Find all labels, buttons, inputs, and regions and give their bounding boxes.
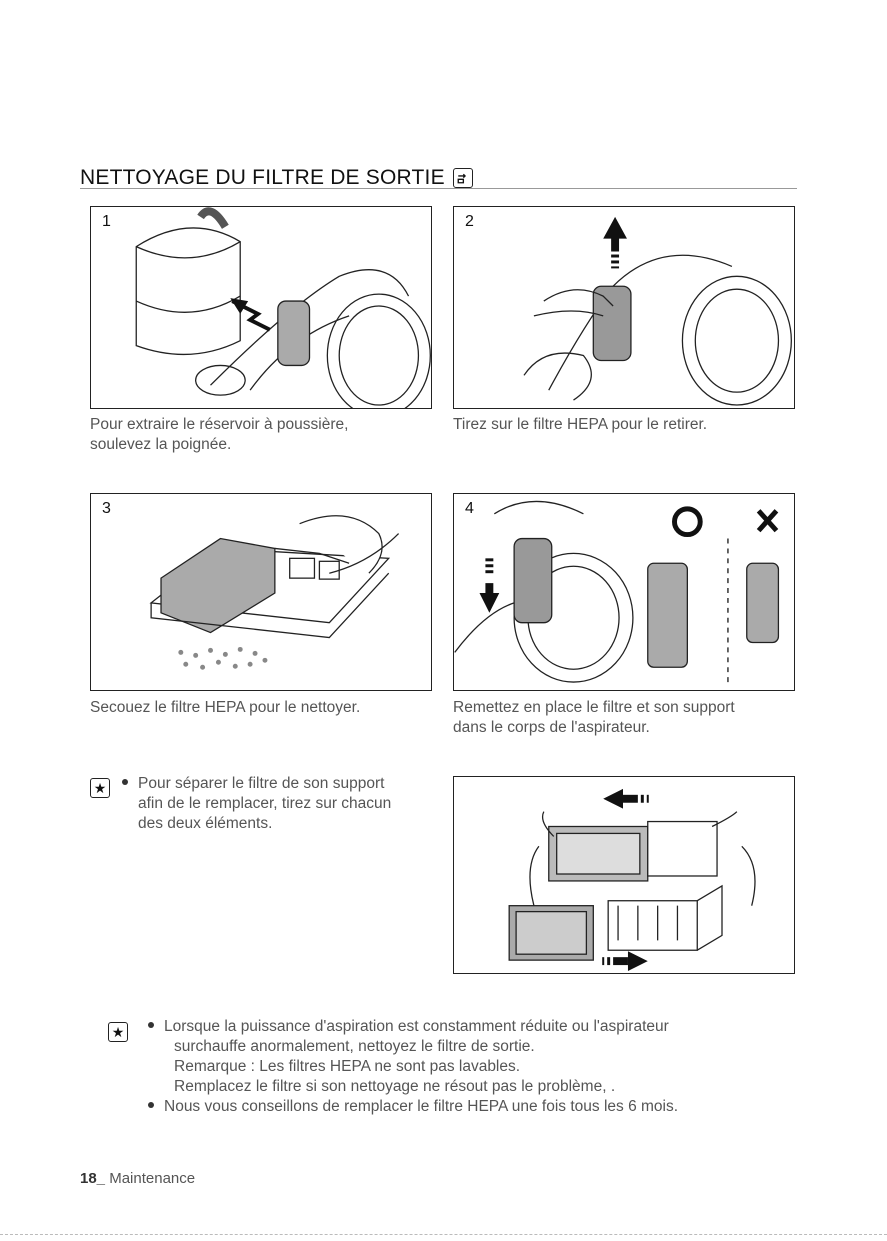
step-1-number: 1 <box>102 213 111 230</box>
title-divider <box>80 188 797 189</box>
note-2-line-4: Remplacez le filtre si son nettoyage ne … <box>174 1078 616 1095</box>
note-2-line-3: Remarque : Les filtres HEPA ne sont pas … <box>174 1058 521 1075</box>
step-1-illustration: 1 <box>90 206 432 409</box>
step-2-number: 2 <box>465 213 474 230</box>
page-title: NETTOYAGE DU FILTRE DE SORTIE <box>80 166 473 190</box>
step-3-number: 3 <box>102 500 111 517</box>
bullet <box>122 778 128 785</box>
section-name: Maintenance <box>109 1170 196 1187</box>
step-4-number: 4 <box>465 500 474 517</box>
step-1-caption: Pour extraire le réservoir à poussière, … <box>90 415 348 455</box>
note-2-line-1: Lorsque la puissance d'aspiration est co… <box>148 1017 678 1037</box>
bottom-dashed-rule <box>0 1234 887 1235</box>
page-number: 18_ <box>80 1170 106 1187</box>
filter-separation-illustration <box>453 776 795 974</box>
step-4-caption: Remettez en place le filtre et son suppo… <box>453 698 735 738</box>
step-3-illustration: 3 <box>90 493 432 691</box>
page-footer: 18_ Maintenance <box>80 1170 195 1187</box>
note-1-line-1: Pour séparer le filtre de son support <box>122 774 391 794</box>
note-1: Pour séparer le filtre de son support af… <box>122 774 391 834</box>
step-2-illustration: 2 <box>453 206 795 409</box>
step-1-caption-line-1: Pour extraire le réservoir à poussière, <box>90 416 349 433</box>
page-title-text: NETTOYAGE DU FILTRE DE SORTIE <box>80 166 445 189</box>
bullet <box>148 1021 154 1028</box>
step-2-caption: Tirez sur le filtre HEPA pour le retirer… <box>453 416 708 433</box>
note-2-line-2: surchauffe anormalement, nettoyez le fil… <box>174 1038 535 1055</box>
bullet <box>148 1101 154 1108</box>
note-2: Lorsque la puissance d'aspiration est co… <box>148 1017 678 1117</box>
step-3-caption: Secouez le filtre HEPA pour le nettoyer. <box>90 699 361 716</box>
step-1-caption-line-2: soulevez la poignée. <box>90 436 232 453</box>
tool-icon <box>452 168 473 188</box>
note-icon: ★ <box>90 778 110 798</box>
step-4-caption-line-2: dans le corps de l'aspirateur. <box>453 719 650 736</box>
note-2-line-5: Nous vous conseillons de remplacer le fi… <box>148 1097 678 1117</box>
step-4-caption-line-1: Remettez en place le filtre et son suppo… <box>453 699 735 716</box>
note-1-line-2: afin de le remplacer, tirez sur chacun <box>138 795 392 812</box>
note-1-line-3: des deux éléments. <box>138 815 273 832</box>
note-icon: ★ <box>108 1022 128 1042</box>
step-4-illustration: 4 <box>453 493 795 691</box>
